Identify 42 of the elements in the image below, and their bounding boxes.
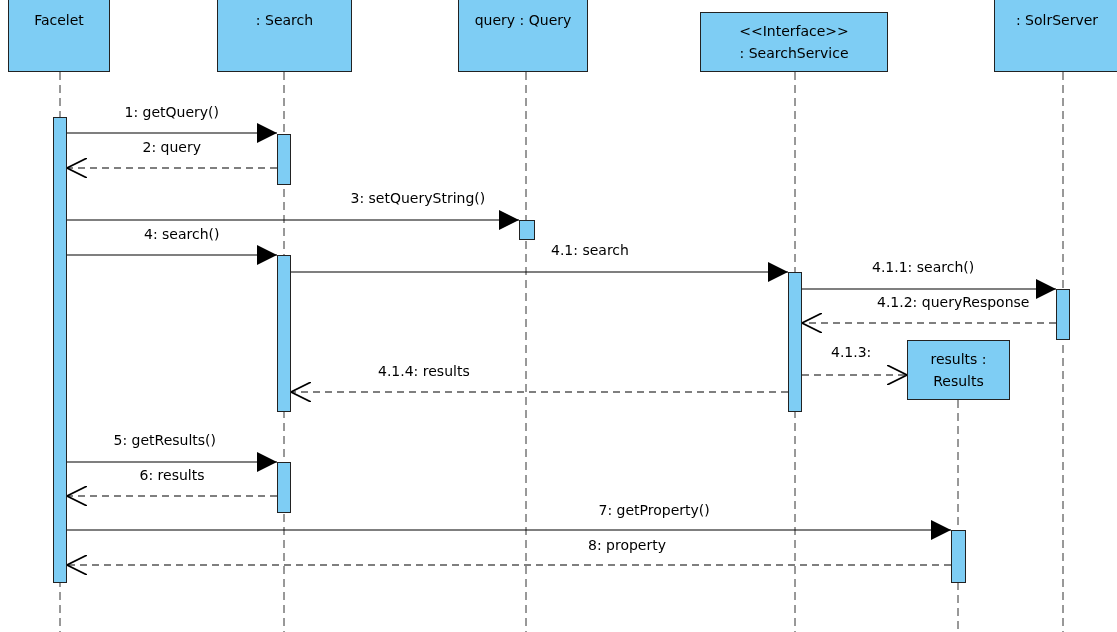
lifeline-head-box [8, 0, 110, 72]
message-arrow [290, 262, 789, 282]
message-label: 2: query [140, 139, 203, 155]
lifeline-name: : SearchService [739, 44, 849, 63]
activation-bar [277, 462, 291, 513]
return-message-arrow [801, 364, 908, 386]
message-label: 4.1: search [549, 242, 631, 258]
return-message-arrow [801, 312, 1057, 334]
lifeline-head-box [994, 0, 1117, 72]
activation-bar [788, 272, 802, 412]
message-label: 8: property [586, 537, 668, 553]
return-message-arrow [66, 554, 952, 576]
return-message-arrow [66, 157, 278, 179]
lifeline-name: Facelet [34, 11, 84, 30]
lifeline-head-box [700, 12, 888, 72]
activation-bar [951, 530, 966, 583]
message-label: 4: search() [142, 226, 222, 242]
message-label: 4.1.4: results [376, 363, 472, 379]
lifeline-name: query : Query [474, 11, 572, 30]
message-arrow [801, 279, 1057, 299]
return-message-arrow [66, 485, 278, 507]
message-arrow [66, 245, 278, 265]
message-label: 6: results [137, 467, 207, 483]
message-arrow [66, 123, 278, 143]
message-arrow [66, 210, 520, 230]
lifeline-name: : Search [255, 11, 314, 30]
lifeline-head-box [458, 0, 588, 72]
activation-bar [277, 255, 291, 412]
message-arrow [66, 520, 952, 540]
lifeline-name: : SolrServer [1015, 11, 1099, 30]
activation-bar [1056, 289, 1070, 340]
return-message-arrow [290, 381, 789, 403]
lifeline-name: <<Interface>> [739, 22, 849, 41]
lifeline-name: results : Results [929, 350, 988, 391]
activation-bar [53, 117, 67, 583]
message-label: 4.1.2: queryResponse [875, 294, 1032, 310]
lifeline-head-box [907, 340, 1010, 400]
message-label: 7: getProperty() [596, 502, 712, 518]
message-arrow [66, 452, 278, 472]
lifeline-head-box [217, 0, 352, 72]
activation-bar [519, 220, 535, 240]
activation-bar [277, 134, 291, 185]
